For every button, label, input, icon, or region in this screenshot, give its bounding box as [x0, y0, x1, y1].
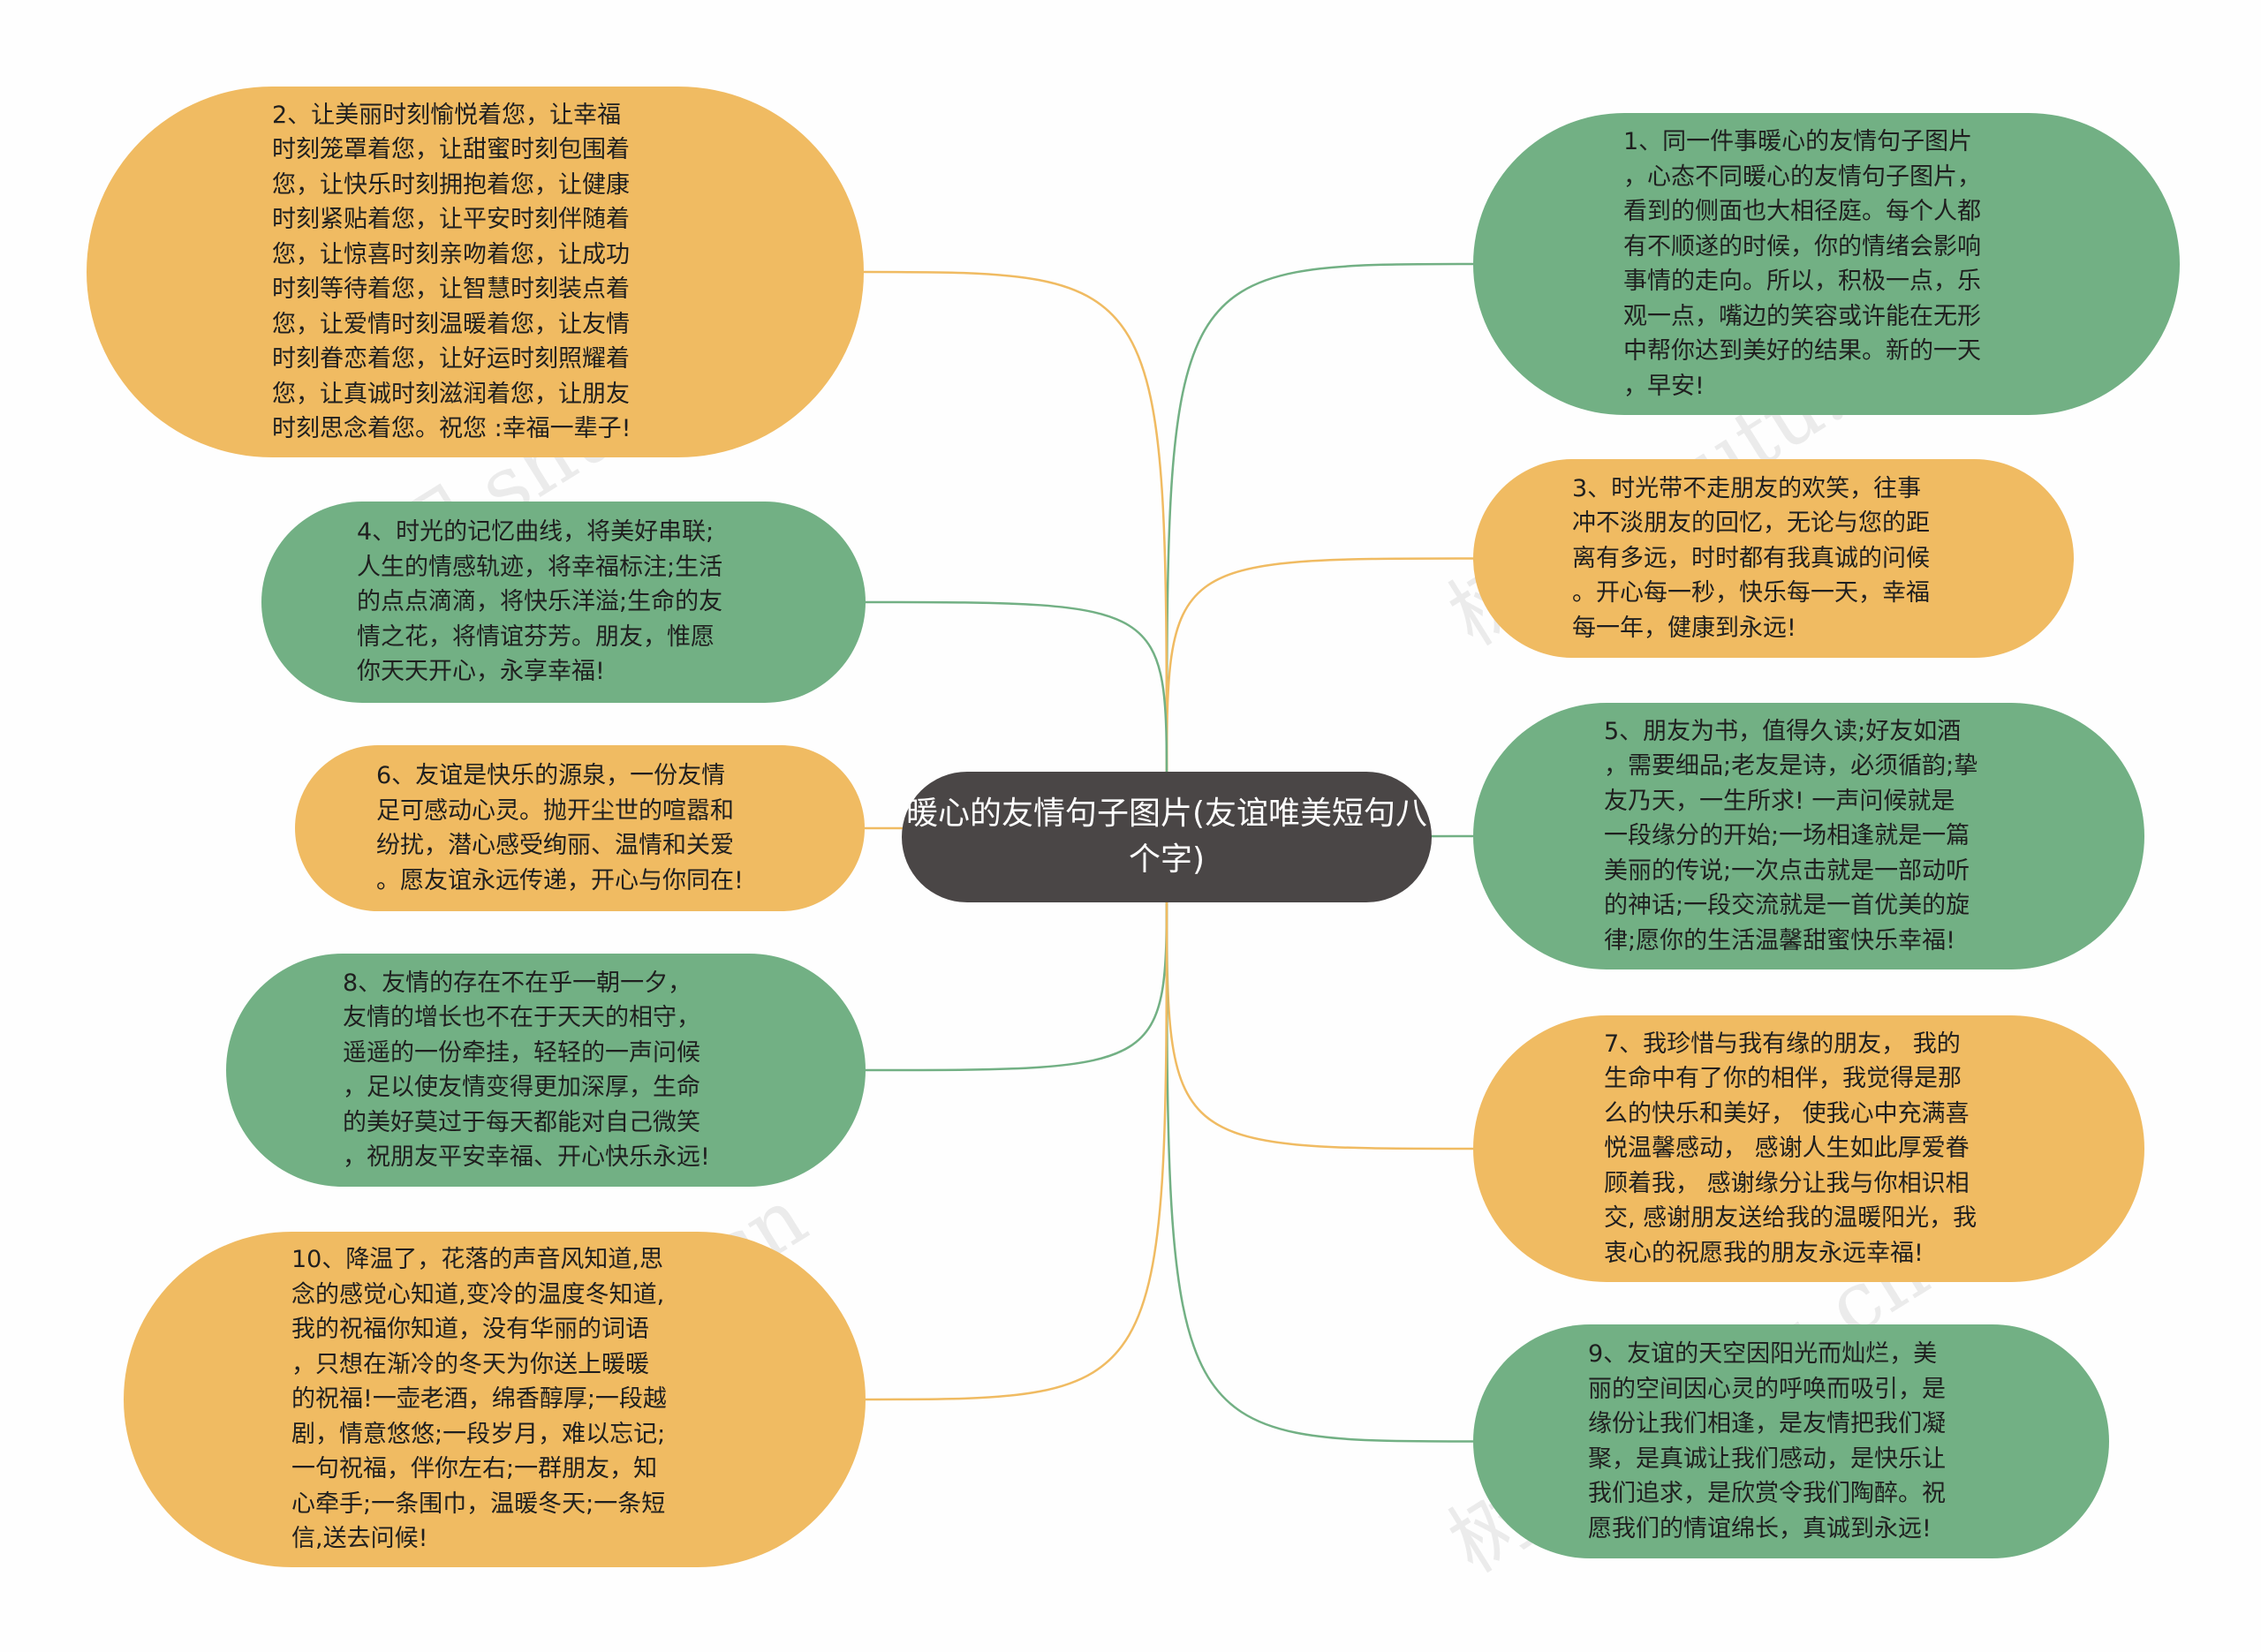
- connector-n10: [865, 884, 1168, 1401]
- connector-n1: [1165, 262, 1474, 790]
- branch-node-8[interactable]: 8、友情的存在不在乎一朝一夕， 友情的增长也不在于天天的相守， 遥遥的一份牵挂，…: [226, 954, 866, 1187]
- branch-node-3-text: 3、时光带不走朋友的欢笑，往事 冲不淡朋友的回忆，无论与您的距 离有多远，时时都…: [1572, 474, 1930, 642]
- central-topic[interactable]: 暖心的友情句子图片(友谊唯美短句八个字): [902, 772, 1432, 902]
- branch-node-7[interactable]: 7、我珍惜与我有缘的朋友， 我的 生命中有了你的相伴，我觉得是那 么的快乐和美好…: [1473, 1015, 2144, 1282]
- branch-node-4[interactable]: 4、时光的记忆曲线，将美好串联; 人生的情感轨迹，将幸福标注;生活 的点点滴滴，…: [261, 502, 866, 703]
- branch-node-10[interactable]: 10、降温了，花落的声音风知道,思 念的感觉心知道,变冷的温度冬知道, 我的祝福…: [124, 1232, 866, 1567]
- branch-node-7-text: 7、我珍惜与我有缘的朋友， 我的 生命中有了你的相伴，我觉得是那 么的快乐和美好…: [1604, 1030, 1977, 1267]
- branch-node-1[interactable]: 1、同一件事暖心的友情句子图片 ，心态不同暖心的友情句子图片， 看到的侧面也大相…: [1473, 113, 2180, 415]
- branch-node-9-text: 9、友谊的天空因阳光而灿烂，美 丽的空间因心灵的呼唤而吸引，是 缘份让我们相逢，…: [1588, 1340, 1946, 1543]
- connector-n9: [1165, 884, 1474, 1443]
- branch-node-9[interactable]: 9、友谊的天空因阳光而灿烂，美 丽的空间因心灵的呼唤而吸引，是 缘份让我们相逢，…: [1473, 1324, 2109, 1558]
- connector-n3: [1165, 557, 1474, 790]
- connector-n2: [863, 270, 1168, 790]
- branch-node-2-text: 2、让美丽时刻愉悦着您，让幸福 时刻笼罩着您，让甜蜜时刻包围着 您，让快乐时刻拥…: [272, 101, 631, 443]
- connector-n7: [1165, 884, 1474, 1150]
- branch-node-4-text: 4、时光的记忆曲线，将美好串联; 人生的情感轨迹，将幸福标注;生活 的点点滴滴，…: [357, 518, 723, 686]
- connector-n4: [865, 600, 1168, 790]
- branch-node-2[interactable]: 2、让美丽时刻愉悦着您，让幸福 时刻笼罩着您，让甜蜜时刻包围着 您，让快乐时刻拥…: [87, 87, 864, 457]
- branch-node-10-text: 10、降温了，花落的声音风知道,思 念的感觉心知道,变冷的温度冬知道, 我的祝福…: [291, 1246, 667, 1553]
- branch-node-3[interactable]: 3、时光带不走朋友的欢笑，往事 冲不淡朋友的回忆，无论与您的距 离有多远，时时都…: [1473, 459, 2074, 658]
- connector-n8: [865, 884, 1168, 1072]
- central-topic-label: 暖心的友情句子图片(友谊唯美短句八个字): [905, 796, 1428, 878]
- branch-node-1-text: 1、同一件事暖心的友情句子图片 ，心态不同暖心的友情句子图片， 看到的侧面也大相…: [1623, 128, 1981, 400]
- branch-node-6[interactable]: 6、友谊是快乐的源泉，一份友情 足可感动心灵。抛开尘世的喧嚣和 纷扰，潜心感受绚…: [295, 745, 865, 911]
- branch-node-5-text: 5、朋友为书，值得久读;好友如酒 ，需要细品;老友是诗，必须循韵;挚 友乃天，一…: [1604, 717, 1978, 954]
- branch-node-8-text: 8、友情的存在不在乎一朝一夕， 友情的增长也不在于天天的相守， 遥遥的一份牵挂，…: [343, 969, 710, 1172]
- branch-node-5[interactable]: 5、朋友为书，值得久读;好友如酒 ，需要细品;老友是诗，必须循韵;挚 友乃天，一…: [1473, 703, 2144, 969]
- branch-node-6-text: 6、友谊是快乐的源泉，一份友情 足可感动心灵。抛开尘世的喧嚣和 纷扰，潜心感受绚…: [376, 762, 744, 894]
